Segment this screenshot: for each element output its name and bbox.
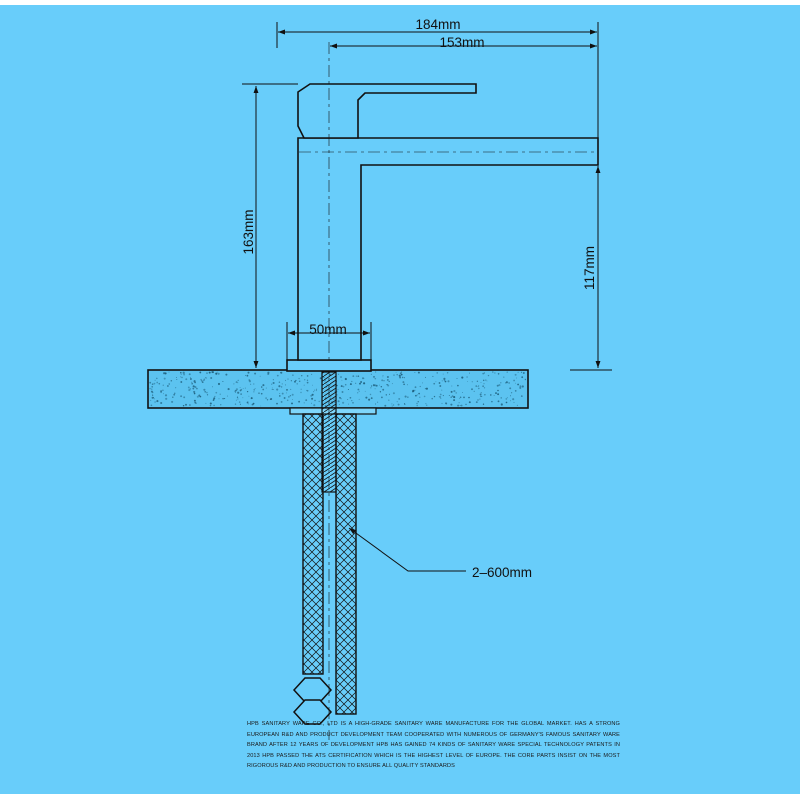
dim-label-base-diameter: 50mm	[309, 322, 347, 337]
faucet	[286, 42, 599, 372]
faucet-base-plate	[286, 359, 372, 372]
supply-hoses	[292, 362, 357, 740]
dim-label-spout-reach: 153mm	[439, 35, 484, 50]
hose-leader-line	[348, 527, 466, 572]
faucet-body	[297, 137, 599, 361]
dim-label-overall-height: 163mm	[241, 209, 256, 254]
countertop	[147, 369, 529, 409]
dim-label-spout-height: 117mm	[582, 246, 597, 290]
dim-label-hose-length: 2–600mm	[472, 565, 532, 580]
company-description-text: HPB SANITARY WARE CO., LTD IS A HIGH-GRA…	[247, 721, 620, 769]
hose-hex-nut-2	[292, 699, 333, 725]
dim-label-overall-width: 184mm	[415, 17, 460, 32]
countertop-speckle-texture	[149, 371, 527, 407]
hose-left	[302, 413, 324, 675]
dimension-lines	[242, 22, 612, 572]
faucet-lever-handle	[297, 83, 477, 139]
hose-right	[335, 413, 357, 715]
